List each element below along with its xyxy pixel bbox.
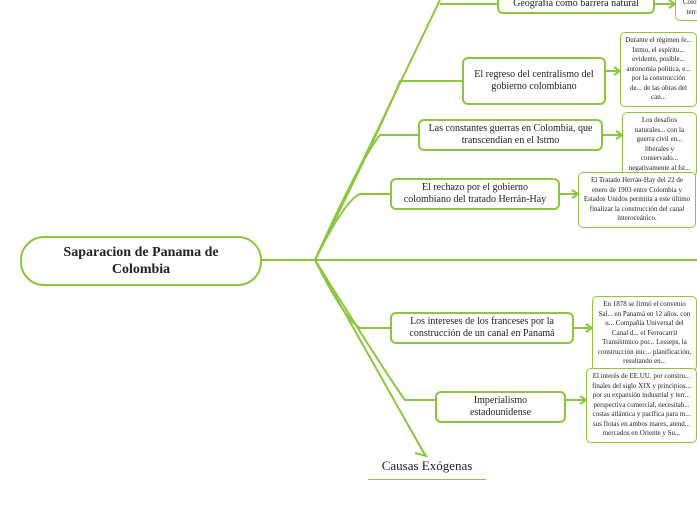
desc-text: El Tratado Herrán-Hay del 22 de enero de…	[583, 176, 691, 222]
central-topic[interactable]: Saparacion de Panama de Colombia	[20, 236, 262, 286]
cause-node-franceses[interactable]: Los intereses de los franceses por la co…	[390, 312, 574, 344]
cause-node-geografia[interactable]: Geografía como barrera natural	[497, 0, 655, 14]
desc-guerras[interactable]: Los desafíos naturales... con la guerra …	[622, 112, 697, 177]
desc-centralismo[interactable]: Durante el régimen fe... Istmo, el espír…	[620, 32, 697, 107]
node-label: Geografía como barrera natural	[513, 0, 639, 9]
node-label: El rechazo por el gobierno colombiano de…	[403, 182, 547, 205]
node-label: El regreso del centralismo del gobierno …	[474, 69, 594, 92]
cause-node-guerras[interactable]: Las constantes guerras en Colombia, que …	[418, 119, 603, 151]
desc-text: Durante el régimen fe... Istmo, el espír…	[625, 36, 692, 101]
desc-geografia[interactable]: Colom... terri...	[675, 0, 697, 21]
desc-text: Los desafíos naturales... con la guerra …	[628, 116, 691, 172]
cause-node-centralismo[interactable]: El regreso del centralismo del gobierno …	[462, 57, 606, 105]
node-label: Los intereses de los franceses por la co…	[409, 316, 555, 339]
desc-text: En 1878 se firmó el convenio Sal... en P…	[597, 300, 692, 365]
desc-text: Colom... terri...	[682, 0, 697, 16]
central-topic-label: Saparacion de Panama de Colombia	[63, 245, 219, 277]
node-label: Imperialismo estadounidense	[469, 395, 532, 418]
cause-node-imperialismo[interactable]: Imperialismo estadounidense	[435, 391, 566, 423]
desc-text: El interés de EE.UU. por constru... fina…	[592, 372, 691, 437]
exogenous-causes-topic[interactable]: Causas Exógenas	[368, 458, 486, 480]
node-label: Las constantes guerras en Colombia, que …	[428, 123, 593, 146]
exogenous-label: Causas Exógenas	[381, 458, 473, 473]
desc-imperialismo[interactable]: El interés de EE.UU. por constru... fina…	[586, 368, 697, 443]
desc-herran-hay[interactable]: El Tratado Herrán-Hay del 22 de enero de…	[578, 172, 696, 228]
desc-franceses[interactable]: En 1878 se firmó el convenio Sal... en P…	[592, 296, 697, 371]
cause-node-herran-hay[interactable]: El rechazo por el gobierno colombiano de…	[390, 178, 560, 210]
